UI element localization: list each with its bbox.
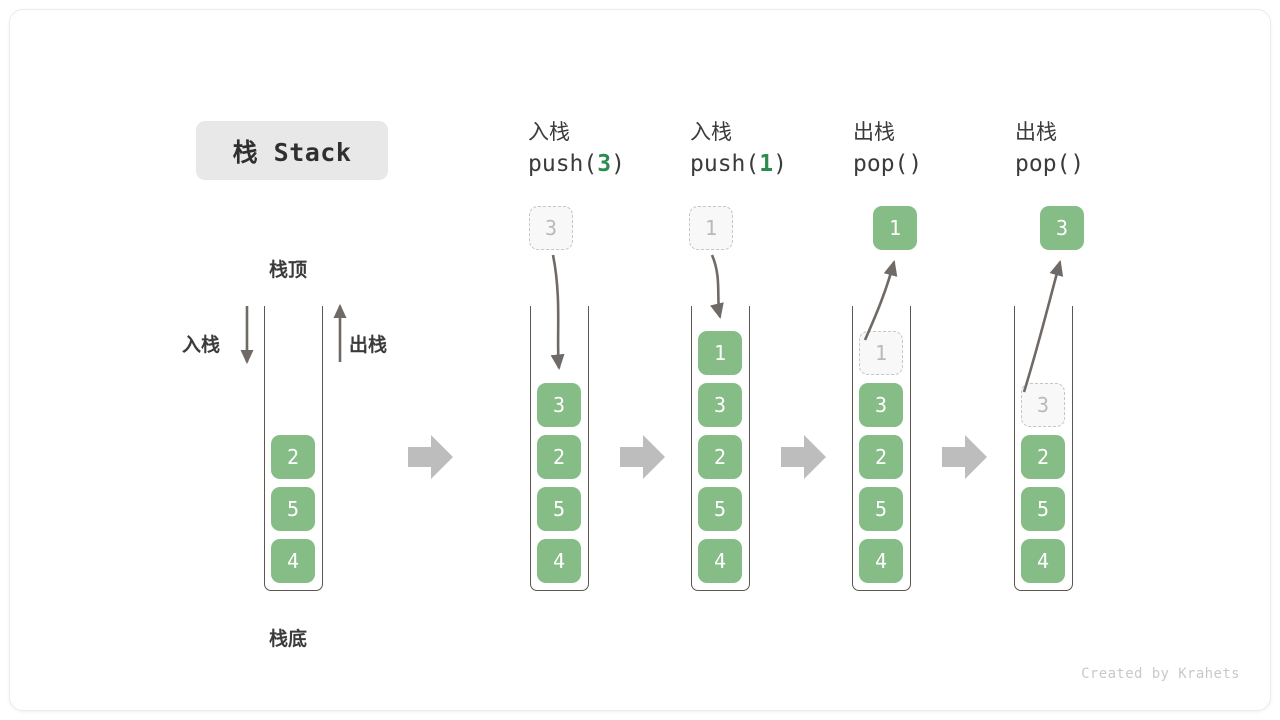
stack-container-step-2 <box>691 306 750 591</box>
stack-cell: 5 <box>1021 487 1065 531</box>
step-transition-arrow <box>942 435 987 479</box>
stack-cell: 4 <box>1021 539 1065 583</box>
stack-container-step-1 <box>530 306 589 591</box>
step-header-push-1: 入栈 push(1) <box>690 118 787 180</box>
step-code-label: push(1) <box>690 150 787 177</box>
step-code-label: pop() <box>853 150 923 177</box>
step-header-pop-1: 出栈 pop() <box>853 118 922 180</box>
stack-cell: 3 <box>698 383 742 427</box>
stack-cell: 2 <box>1021 435 1065 479</box>
stack-cell: 4 <box>537 539 581 583</box>
step-cn-label: 出栈 <box>1015 121 1057 144</box>
stack-container-reference <box>264 306 323 591</box>
stack-container-step-4 <box>1014 306 1073 591</box>
step-cn-label: 入栈 <box>690 121 732 144</box>
stack-cell: 5 <box>271 487 315 531</box>
push-direction-label: 入栈 <box>182 335 221 356</box>
stack-container-step-3 <box>852 306 911 591</box>
step-code-label: pop() <box>1015 150 1085 177</box>
stack-cell: 2 <box>537 435 581 479</box>
diagram-card: 栈 Stack 栈顶 栈底 入栈 出栈 2 5 4 入栈 push(3) 3 3… <box>9 9 1271 711</box>
stack-cell: 1 <box>859 331 903 375</box>
stack-cell: 5 <box>859 487 903 531</box>
stack-cell: 4 <box>859 539 903 583</box>
step-header-push-3: 入栈 push(3) <box>528 118 625 180</box>
step-header-pop-2: 出栈 pop() <box>1015 118 1084 180</box>
floating-cell: 3 <box>529 206 573 250</box>
stack-cell: 2 <box>698 435 742 479</box>
step-transition-arrow <box>408 435 453 479</box>
step-transition-arrow <box>781 435 826 479</box>
stack-cell: 3 <box>1021 383 1065 427</box>
step-cn-label: 出栈 <box>853 121 895 144</box>
floating-cell: 3 <box>1040 206 1084 250</box>
stack-cell: 2 <box>859 435 903 479</box>
step-cn-label: 入栈 <box>528 121 570 144</box>
stack-cell: 2 <box>271 435 315 479</box>
stack-bottom-label: 栈底 <box>269 629 308 650</box>
footer-credit: Created by Krahets <box>1081 666 1240 682</box>
step-code-label: push(3) <box>528 150 625 177</box>
floating-cell: 1 <box>873 206 917 250</box>
step-transition-arrow <box>620 435 665 479</box>
stack-cell: 4 <box>271 539 315 583</box>
stack-cell: 5 <box>698 487 742 531</box>
stack-top-label: 栈顶 <box>269 260 308 281</box>
stack-cell: 3 <box>859 383 903 427</box>
page-title: 栈 Stack <box>196 121 388 180</box>
stack-cell: 4 <box>698 539 742 583</box>
stack-cell: 1 <box>698 331 742 375</box>
arrow-overlay <box>240 254 1064 479</box>
stack-cell: 5 <box>537 487 581 531</box>
stack-cell: 3 <box>537 383 581 427</box>
pop-direction-label: 出栈 <box>349 335 388 356</box>
floating-cell: 1 <box>689 206 733 250</box>
